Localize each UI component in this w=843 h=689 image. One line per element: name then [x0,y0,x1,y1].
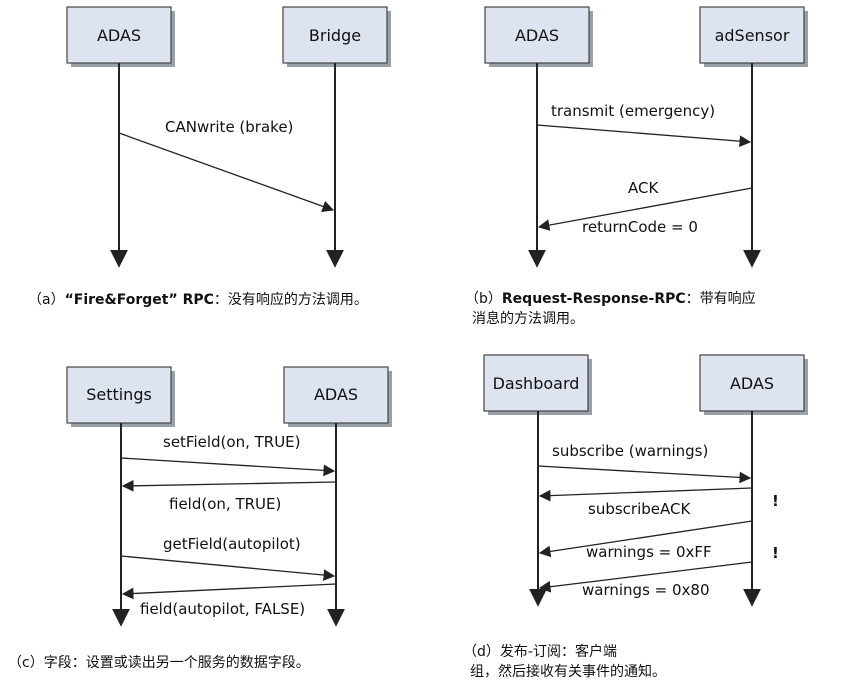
caption-bold: “Fire&Forget” RPC [64,292,214,308]
actor-box-adas-d [699,354,805,412]
message-arrow [538,561,753,593]
message-arrow [538,487,753,502]
actor-box-adas-b [484,6,590,64]
caption-b: （b）Request-Response-RPC：带有响应 消息的方法调用。 [465,289,756,329]
message-label: setField(on, TRUE) [163,433,301,451]
message-arrow [121,583,337,600]
message-label: subscribe (warnings) [552,442,708,460]
message-arrow [537,187,753,231]
message-arrow [118,132,335,212]
message-arrow [538,520,753,558]
caption-c: （c）字段：设置或读出另一个服务的数据字段。 [8,653,310,673]
actor-box-dashboard [483,354,589,412]
message-label: ACK [628,179,659,197]
message-label: returnCode = 0 [582,218,698,236]
exclamation-mark: ! [772,544,779,562]
message-label: transmit (emergency) [551,102,715,120]
message-label: field(on, TRUE) [169,495,281,513]
caption-d: （d）发布-订阅：客户端 组，然后接收有关事件的通知。 [463,642,666,682]
caption-bold: Request-Response-RPC [501,291,686,307]
caption-line2: 消息的方法调用。 [472,311,584,327]
exclamation-mark: ! [772,492,779,510]
diagram-b: ADAS adSensor transmit (emergency) ACK r… [484,6,808,268]
caption-prefix: （a） [28,292,65,308]
actor-label: adSensor [715,26,790,45]
caption-text: 发布-订阅：客户端 [499,644,617,660]
actor-label: ADAS [314,385,358,404]
diagram-c: Settings ADAS setField(on, TRUE) field(o… [66,366,392,627]
message-label: warnings = 0x80 [582,581,710,599]
message-arrow [120,457,336,477]
actor-box-adas-a [66,6,172,64]
caption-prefix: （d） [463,644,500,660]
message-label: subscribeACK [588,500,691,518]
actor-label: ADAS [730,374,774,393]
caption-prefix: （b） [465,291,502,307]
caption-line2: 组，然后接收有关事件的通知。 [470,664,666,680]
message-arrow [537,465,752,484]
actor-box-adas-c [283,366,389,424]
caption-prefix: （c） [8,655,44,671]
actor-box-settings [66,366,172,424]
message-arrow [121,479,337,492]
actor-label: Bridge [309,26,361,45]
actor-label: ADAS [515,26,559,45]
caption-a: （a）“Fire&Forget” RPC：没有响应的方法调用。 [28,290,368,310]
actor-label: ADAS [97,26,141,45]
diagram-a: ADAS Bridge CANwrite (brake) [66,6,391,268]
actor-label: Settings [86,385,152,404]
message-label: getField(autopilot) [163,535,301,553]
actor-label: Dashboard [493,374,580,393]
diagram-d: Dashboard ADAS subscribe (warnings) subs… [483,354,808,607]
caption-text: ：带有响应 [685,291,756,307]
message-arrow [120,555,336,581]
caption-text: 字段：设置或读出另一个服务的数据字段。 [43,655,310,671]
actor-box-adsensor [699,6,805,64]
message-label: CANwrite (brake) [165,118,293,136]
actor-box-bridge [282,6,388,64]
message-label: warnings = 0xFF [586,543,712,561]
caption-text: ：没有响应的方法调用。 [213,292,368,308]
message-label: field(autopilot, FALSE) [140,600,305,618]
message-arrow [536,124,752,147]
